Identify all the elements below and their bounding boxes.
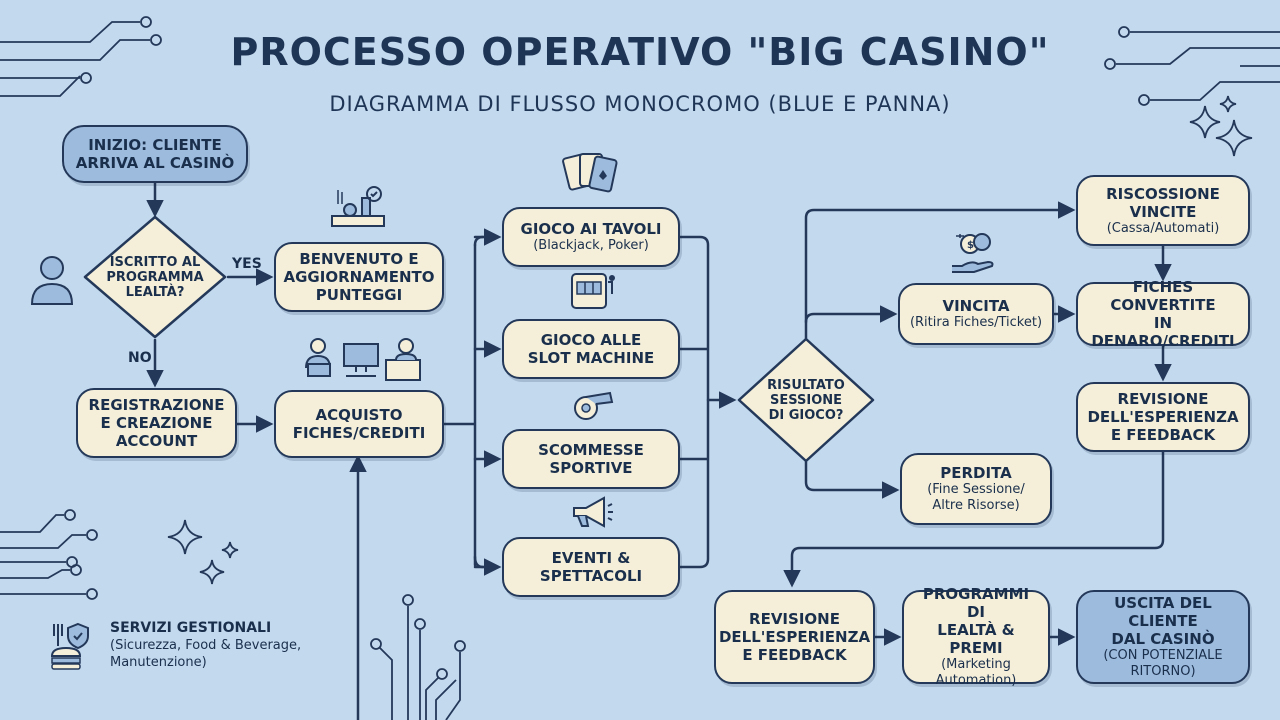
node-exit: USCITA DEL CLIENTE DAL CASINÒ (CON POTEN…	[1076, 590, 1250, 684]
node-exit-sub2: RITORNO)	[1130, 664, 1196, 679]
node-exit-sub1: (CON POTENZIALE	[1103, 648, 1223, 663]
services-line2: Manutenzione)	[110, 655, 207, 670]
node-loss-sub1: (Fine Sessione/	[927, 482, 1025, 497]
decision-loyalty-line3: LEALTÀ?	[125, 284, 185, 300]
node-collect-sub: (Cassa/Automati)	[1106, 220, 1220, 236]
decision-loyalty: ISCRITTO AL PROGRAMMA LEALTÀ?	[82, 214, 228, 340]
node-welcome-line3: PUNTEGGI	[315, 286, 403, 304]
services-legend: SERVIZI GESTIONALI (Sicurezza, Food & Be…	[110, 620, 301, 671]
node-slots-line1: GIOCO ALLE	[540, 331, 642, 349]
node-events-line1: EVENTI &	[551, 549, 631, 567]
node-purchase: ACQUISTO FICHES/CREDITI	[274, 390, 444, 458]
node-loss-line1: PERDITA	[940, 464, 1012, 482]
node-convert-line1: FICHES CONVERTITE	[1110, 278, 1216, 314]
node-registration: REGISTRAZIONE E CREAZIONE ACCOUNT	[76, 388, 237, 458]
edge-games-to-result	[678, 235, 710, 569]
node-review-right: REVISIONE DELL'ESPERIENZA E FEEDBACK	[1076, 382, 1250, 452]
node-slots: GIOCO ALLE SLOT MACHINE	[502, 319, 680, 379]
node-loss-sub2: Altre Risorse)	[932, 498, 1020, 513]
node-sports-line2: SPORTIVE	[549, 459, 633, 477]
decision-result-line2: SESSIONE	[769, 392, 843, 408]
node-programs-sub2: Automation)	[935, 673, 1017, 688]
node-registration-line2: E CREAZIONE	[100, 414, 213, 432]
node-review-bottom-line1: REVISIONE	[749, 610, 840, 628]
edge-result-to-collect	[804, 201, 1076, 340]
node-review-right-line1: REVISIONE	[1117, 390, 1209, 408]
node-collect-line2: VINCITE	[1129, 202, 1197, 221]
node-review-bottom: REVISIONE DELL'ESPERIENZA E FEEDBACK	[714, 590, 875, 684]
svg-text:$: $	[967, 240, 974, 251]
node-start: INIZIO: CLIENTE ARRIVA AL CASINÒ	[62, 125, 248, 183]
cashier-desk-icon	[305, 338, 421, 381]
sparkle-decoration	[167, 95, 1253, 585]
node-programs-line1: PROGRAMMI DI	[922, 585, 1030, 621]
decision-loyalty-line2: PROGRAMMA	[106, 269, 204, 285]
decision-result-line3: DI GIOCO?	[768, 407, 844, 423]
decision-result-line1: RISULTATO	[767, 377, 845, 393]
decision-result: RISULTATO SESSIONE DI GIOCO?	[736, 336, 876, 464]
node-welcome-line2: AGGIORNAMENTO	[283, 268, 435, 286]
whistle-icon	[574, 391, 614, 420]
node-programs: PROGRAMMI DI LEALTÀ & PREMI (Marketing A…	[902, 585, 1050, 688]
loyalty-rank-icon	[331, 186, 385, 227]
node-tables-line1: GIOCO AI TAVOLI	[520, 220, 662, 238]
node-sports: SCOMMESSE SPORTIVE	[502, 429, 680, 489]
playing-cards-icon	[562, 153, 618, 193]
node-welcome: BENVENUTO E AGGIORNAMENTO PUNTEGGI	[274, 242, 444, 312]
node-sports-line1: SCOMMESSE	[538, 441, 644, 459]
node-programs-sub1: (Marketing	[941, 657, 1011, 672]
edge-review-to-bottom	[783, 450, 1165, 588]
services-line1: (Sicurezza, Food & Beverage,	[110, 638, 302, 653]
node-registration-line1: REGISTRAZIONE	[88, 396, 225, 414]
node-start-line1: INIZIO: CLIENTE	[88, 136, 222, 154]
edge-label-yes: YES	[232, 256, 262, 272]
coins-hand-icon: $	[952, 233, 994, 273]
slot-machine-icon	[571, 273, 615, 309]
page-subtitle: DIAGRAMMA DI FLUSSO MONOCROMO (BLUE E PA…	[329, 92, 951, 116]
node-win-line1: VINCITA	[942, 297, 1010, 315]
node-collect: RISCOSSIONE VINCITE (Cassa/Automati)	[1076, 175, 1250, 246]
edge-purchase-to-games	[442, 243, 477, 567]
node-exit-line2: DAL CASINÒ	[1111, 630, 1215, 648]
edge-result-to-win	[804, 305, 898, 324]
decision-loyalty-line1: ISCRITTO AL	[109, 254, 201, 270]
node-tables: GIOCO AI TAVOLI (Blackjack, Poker)	[502, 207, 680, 267]
person-icon	[30, 256, 74, 305]
node-start-line2: ARRIVA AL CASINÒ	[75, 154, 235, 172]
node-welcome-line1: BENVENUTO E	[299, 250, 419, 268]
node-win: VINCITA (Ritira Fiches/Ticket)	[898, 283, 1054, 345]
node-exit-line1: USCITA DEL CLIENTE	[1114, 594, 1212, 630]
page-title: PROCESSO OPERATIVO "BIG CASINO"	[230, 30, 1050, 74]
node-purchase-line1: ACQUISTO	[315, 406, 403, 424]
node-tables-sub: (Blackjack, Poker)	[533, 238, 649, 253]
node-win-sub: (Ritira Fiches/Ticket)	[909, 315, 1043, 330]
node-loss: PERDITA (Fine Sessione/ Altre Risorse)	[900, 453, 1052, 525]
node-review-bottom-line3: E FEEDBACK	[742, 646, 847, 664]
node-review-bottom-line2: DELL'ESPERIENZA	[718, 628, 871, 646]
node-purchase-line2: FICHES/CREDITI	[292, 424, 426, 442]
edge-result-to-loss	[804, 460, 900, 499]
node-registration-line3: ACCOUNT	[115, 432, 198, 450]
node-convert: FICHES CONVERTITE IN DENARO/CREDITI	[1076, 278, 1250, 350]
node-convert-line2: IN DENARO/CREDITI	[1091, 314, 1235, 350]
megaphone-icon	[573, 496, 613, 528]
services-title: SERVIZI GESTIONALI	[110, 620, 272, 636]
node-slots-line2: SLOT MACHINE	[527, 349, 655, 367]
services-icon	[50, 622, 89, 670]
node-events: EVENTI & SPETTACOLI	[502, 537, 680, 597]
node-collect-line1: RISCOSSIONE	[1106, 184, 1220, 203]
circuit-decoration	[0, 16, 1280, 720]
node-programs-line2: LEALTÀ & PREMI	[937, 621, 1015, 657]
node-events-line2: SPETTACOLI	[539, 567, 643, 585]
node-review-right-line2: DELL'ESPERIENZA	[1087, 408, 1239, 426]
edge-label-no: NO	[128, 350, 152, 366]
node-review-right-line3: E FEEDBACK	[1110, 426, 1216, 444]
